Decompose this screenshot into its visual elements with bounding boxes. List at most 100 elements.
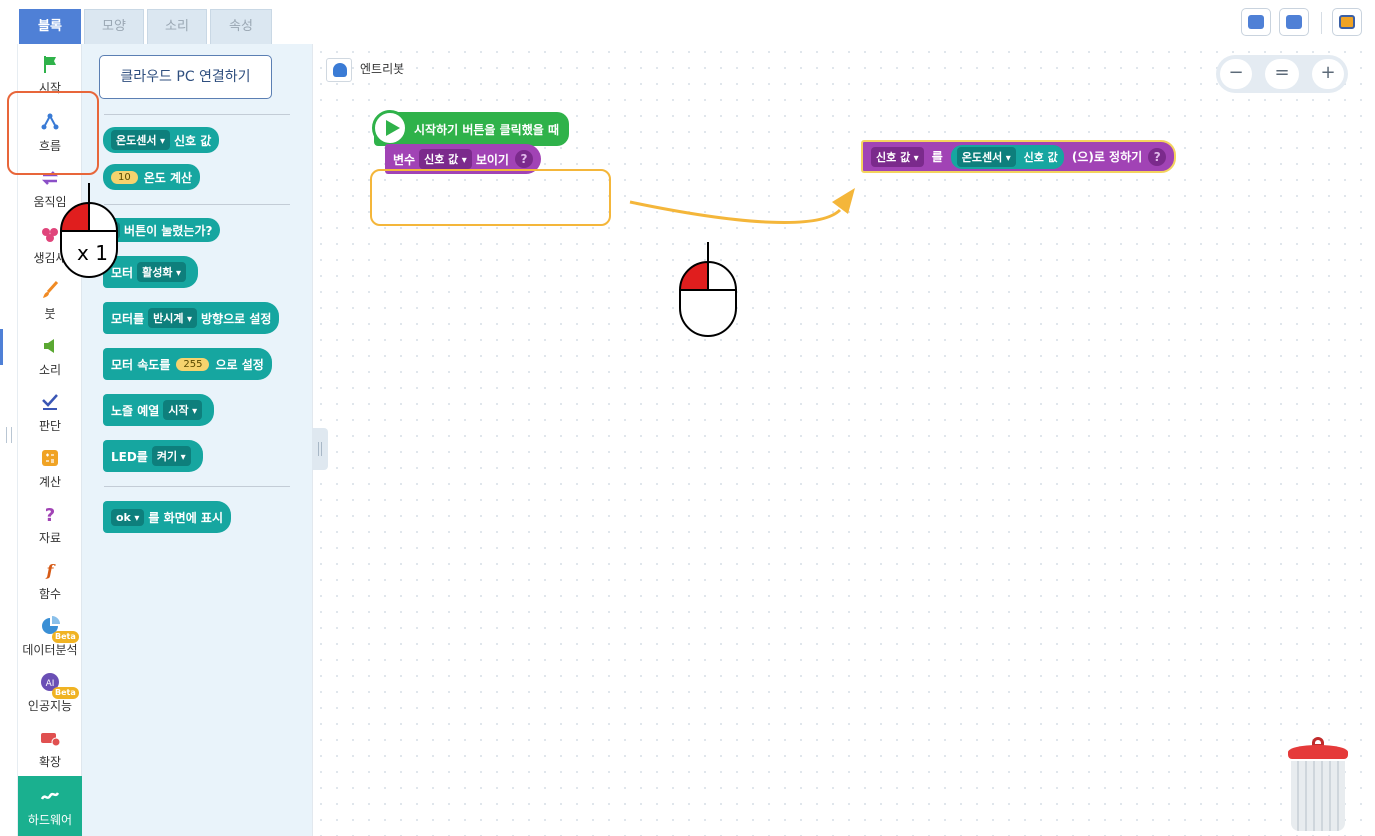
motor-activate-block[interactable]: 모터 활성화 — [103, 256, 198, 288]
svg-text:f: f — [46, 561, 57, 580]
block-label: 신호 값 — [174, 133, 212, 148]
state-dropdown[interactable]: 활성화 — [137, 262, 186, 282]
temp-calc-block[interactable]: 10 온도 계산 — [103, 164, 201, 190]
tab-sound[interactable]: 소리 — [147, 9, 207, 44]
block-label: 모터 — [111, 265, 134, 280]
zoom-out-button[interactable]: − — [1220, 59, 1252, 89]
category-label: 생김새 — [33, 251, 67, 265]
block-label: 모터를 — [111, 311, 145, 326]
led-block[interactable]: LED를 켜기 — [103, 440, 203, 472]
comment-button[interactable] — [1241, 8, 1271, 36]
mouse-left-click-icon — [678, 242, 738, 337]
cloud-pc-connect-button[interactable]: 클라우드 PC 연결하기 — [99, 55, 272, 99]
variable-dropdown[interactable]: 신호 값 — [871, 146, 924, 167]
direction-dropdown[interactable]: 반시계 — [148, 308, 198, 328]
category-flow[interactable]: 흐름 — [18, 102, 82, 158]
nozzle-preheat-block[interactable]: 노즐 예열 시작 — [103, 394, 215, 426]
palette-divider — [104, 486, 290, 487]
motor-speed-block[interactable]: 모터 속도를 255 으로 설정 — [103, 348, 272, 380]
block-label: 버튼이 눌렸는가? — [124, 223, 213, 238]
trash-can-icon[interactable] — [1285, 737, 1351, 833]
block-workspace[interactable] — [312, 44, 1375, 836]
led-dropdown[interactable]: 켜기 — [151, 446, 191, 466]
trash-lid — [1288, 745, 1348, 759]
category-label: 흐름 — [38, 139, 62, 153]
temp-sensor-value-block[interactable]: 온도센서 신호 값 — [950, 144, 1064, 169]
drop-target-outline — [370, 169, 611, 226]
tab-properties[interactable]: 속성 — [210, 9, 272, 44]
category-sound[interactable]: 소리 — [18, 326, 82, 382]
play-icon — [372, 110, 408, 146]
beta-badge: Beta — [52, 631, 79, 643]
category-data[interactable]: ? 자료 — [18, 494, 82, 550]
category-label: 자료 — [38, 531, 62, 545]
block-label: 변수 — [393, 152, 416, 167]
ok-dropdown[interactable]: ok — [111, 508, 145, 526]
extension-icon — [41, 733, 60, 747]
variable-dropdown[interactable]: 신호 값 — [419, 149, 472, 169]
entrybot-icon — [333, 63, 347, 77]
speed-input[interactable]: 255 — [176, 357, 210, 371]
panel-resize-handle[interactable] — [6, 427, 12, 443]
block-label: 시작하기 버튼을 클릭했을 때 — [414, 122, 560, 137]
question-icon: ? — [45, 505, 55, 524]
start-button-clicked-block[interactable]: 시작하기 버튼을 클릭했을 때 — [372, 110, 570, 146]
category-label: 인공지능 — [27, 699, 73, 713]
category-label: 하드웨어 — [27, 813, 73, 827]
category-label: 확장 — [38, 755, 62, 769]
block-label: 으로 설정 — [215, 357, 264, 372]
svg-text:AI: AI — [46, 679, 55, 689]
temp-sensor-value-block[interactable]: 온도센서 신호 값 — [103, 127, 220, 153]
zoom-controls: − = + — [1216, 55, 1348, 93]
display-ok-block[interactable]: ok 를 화면에 표시 — [103, 501, 231, 533]
category-label: 판단 — [38, 419, 62, 433]
help-icon[interactable]: ? — [1148, 147, 1167, 166]
category-hardware[interactable]: 하드웨어 — [18, 776, 82, 836]
number-input[interactable]: 10 — [111, 170, 138, 184]
sensor-dropdown[interactable]: 온도센서 — [956, 146, 1016, 167]
category-label: 소리 — [38, 363, 62, 377]
add-comment-button[interactable] — [1279, 8, 1309, 36]
category-brush[interactable]: 붓 — [18, 270, 82, 326]
looks-icon — [42, 228, 58, 242]
help-icon[interactable]: ? — [514, 150, 533, 168]
sensor-dropdown[interactable]: 온도센서 — [111, 130, 170, 150]
calculator-icon — [42, 450, 58, 466]
motor-direction-block[interactable]: 모터를 반시계 방향으로 설정 — [103, 302, 280, 334]
category-extension[interactable]: 확장 — [18, 718, 82, 774]
block-label: 보이기 — [475, 152, 509, 167]
set-variable-block[interactable]: 신호 값 를 온도센서 신호 값 (으)로 정하기 ? — [861, 140, 1177, 173]
category-judgement[interactable]: 판단 — [18, 382, 82, 438]
zoom-reset-button[interactable]: = — [1265, 59, 1299, 89]
click-count-label: x 1 — [77, 241, 108, 265]
button-pressed-block[interactable]: 버튼이 눌렸는가? — [103, 218, 221, 242]
highlight-box — [7, 91, 99, 175]
beta-badge: Beta — [52, 687, 79, 699]
category-label: 붓 — [44, 307, 56, 321]
block-label: 를 — [931, 150, 943, 164]
left-edge-strip — [0, 44, 18, 836]
category-data-analysis[interactable]: Beta 데이터분석 — [18, 606, 82, 662]
category-label: 함수 — [38, 587, 62, 601]
tab-shape[interactable]: 모양 — [84, 9, 144, 44]
category-calculation[interactable]: 계산 — [18, 438, 82, 494]
block-label: 방향으로 설정 — [201, 311, 272, 326]
chart-icon — [42, 616, 60, 634]
category-function[interactable]: f 함수 — [18, 550, 82, 606]
backpack-button[interactable] — [1332, 8, 1362, 36]
category-label: 데이터분석 — [22, 643, 78, 657]
category-ai[interactable]: AI Beta 인공지능 — [18, 662, 82, 718]
hardware-icon — [40, 792, 60, 800]
tab-blocks[interactable]: 블록 — [19, 9, 81, 44]
backpack-icon — [1339, 15, 1355, 29]
preheat-dropdown[interactable]: 시작 — [163, 400, 203, 420]
palette-divider — [104, 204, 290, 205]
zoom-in-button[interactable]: + — [1312, 59, 1344, 89]
block-label: 신호 값 — [1023, 150, 1058, 164]
mouse-left-click-icon — [59, 183, 119, 278]
category-looks[interactable]: 생김새 — [18, 214, 82, 270]
svg-text:?: ? — [45, 505, 55, 524]
comment-icon — [1248, 15, 1264, 29]
drag-arrow — [629, 188, 855, 224]
palette-collapse-handle[interactable] — [312, 428, 328, 470]
